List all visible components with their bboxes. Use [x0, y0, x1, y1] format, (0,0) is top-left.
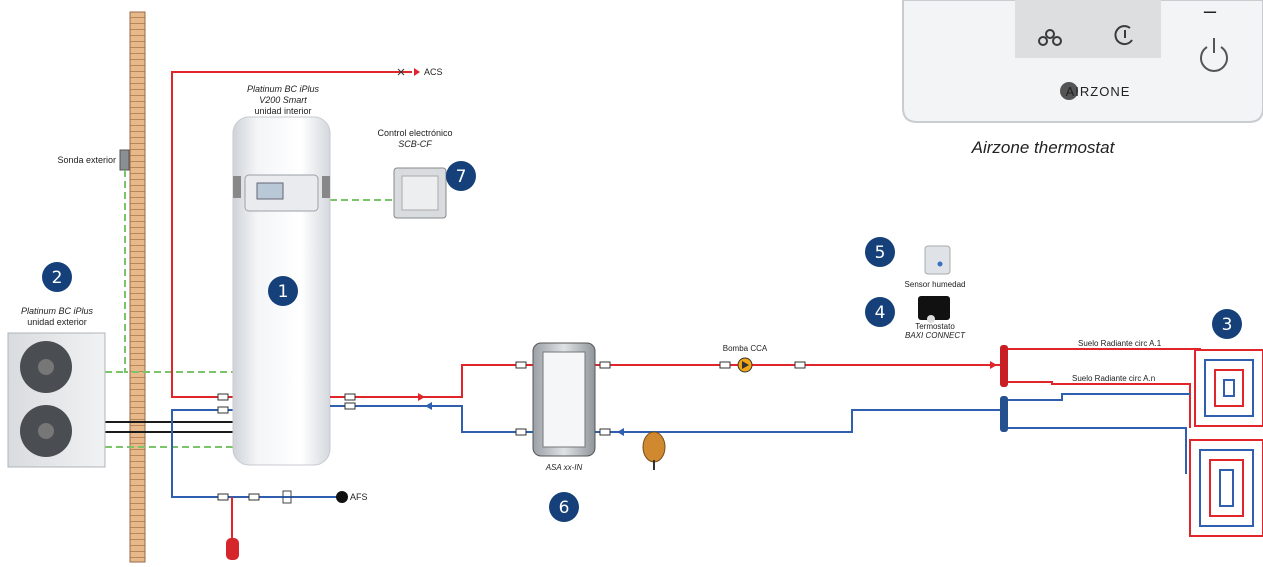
airzone-caption: Airzone thermostat	[971, 138, 1116, 157]
suelo-an-label: Suelo Radiante circ A.n	[1072, 374, 1155, 383]
badge-4: 4	[865, 297, 895, 327]
signal-lines	[105, 170, 392, 448]
outdoor-label-2: unidad exterior	[27, 317, 87, 327]
timer-icon	[1114, 25, 1133, 46]
airzone-logo-icon	[1060, 82, 1078, 100]
acs-label: ACS	[424, 67, 443, 77]
heating-flow-line	[330, 357, 1000, 401]
bomba-label: Bomba CCA	[723, 344, 768, 353]
termostato-label-1: Termostato	[915, 322, 955, 331]
airzone-thermostat: – AIRZONE	[902, 0, 1263, 123]
return-flow-line	[330, 402, 1000, 470]
control-label-2: SCB-CF	[398, 139, 432, 149]
outdoor-unit	[7, 332, 106, 468]
valves	[217, 68, 806, 501]
svg-text:3: 3	[1222, 315, 1233, 335]
badge-3: 3	[1212, 309, 1242, 339]
afs-label: AFS	[350, 492, 368, 502]
sonda-label: Sonda exterior	[57, 155, 116, 165]
acs-line: ACS	[171, 67, 443, 398]
badge-5: 5	[865, 237, 895, 267]
outdoor-label-1: Platinum BC iPlus	[21, 306, 94, 316]
underfloor-loop-1	[1194, 349, 1263, 427]
indoor-label-2: V200 Smart	[259, 95, 307, 105]
indoor-label-1: Platinum BC iPlus	[247, 84, 320, 94]
control-label-1: Control electrónico	[377, 128, 452, 138]
refrigerant-lines	[105, 421, 233, 433]
termostato-label-2: BAXI CONNECT	[905, 331, 966, 340]
badge-6: 6	[549, 492, 579, 522]
expansion-vessel	[226, 538, 239, 560]
airzone-brand: AIRZONE	[1066, 84, 1131, 99]
underfloor-loop-2	[1189, 439, 1263, 537]
asa-label: ASA xx-IN	[545, 463, 583, 472]
indoor-label-3: unidad interior	[254, 106, 311, 116]
svg-text:4: 4	[875, 303, 886, 323]
circuit-lines	[1008, 348, 1201, 474]
humidity-sensor	[924, 245, 951, 275]
svg-text:1: 1	[278, 282, 289, 302]
svg-text:2: 2	[52, 268, 63, 288]
sensor-label: Sensor humedad	[905, 280, 966, 289]
thermostat-device	[918, 296, 950, 323]
svg-text:7: 7	[456, 167, 467, 187]
badge-7: 7	[446, 161, 476, 191]
asa-buffer-tank	[532, 342, 596, 457]
exterior-wall	[129, 11, 146, 563]
outdoor-sensor	[119, 149, 130, 171]
power-icon	[1200, 38, 1228, 72]
cold-manifold	[1000, 396, 1008, 432]
minus-key: –	[1204, 0, 1217, 23]
badge-1: 1	[268, 276, 298, 306]
svg-text:6: 6	[559, 498, 570, 518]
badge-2: 2	[42, 262, 72, 292]
suelo-a1-label: Suelo Radiante circ A.1	[1078, 339, 1162, 348]
svg-text:5: 5	[875, 243, 886, 263]
hot-manifold	[1000, 345, 1008, 387]
control-box	[393, 167, 447, 219]
fan-icon	[1038, 29, 1062, 46]
